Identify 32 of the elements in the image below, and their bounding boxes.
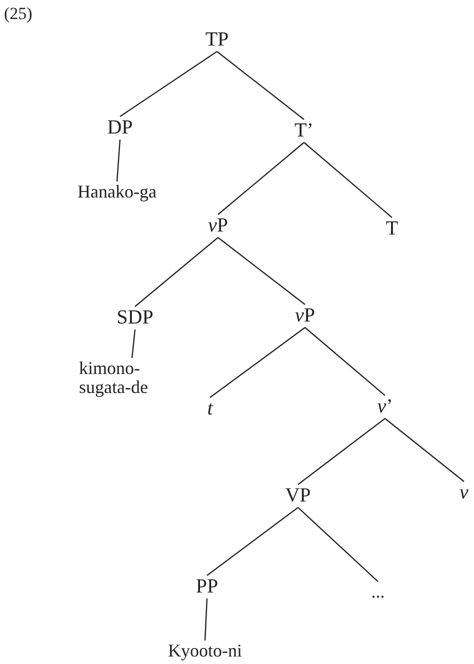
tree-branch xyxy=(120,51,218,117)
tree-branch xyxy=(204,598,208,641)
tree-node-label: Kyooto-ni xyxy=(166,640,244,662)
tree-branch xyxy=(384,418,464,482)
example-number: (25) xyxy=(4,4,32,24)
tree-node-label: TP xyxy=(203,28,231,52)
tree-branch xyxy=(218,142,304,215)
tree-branch xyxy=(304,327,386,396)
tree-node-label: SDP xyxy=(114,306,156,330)
tree-node-label: kimono- sugata-de xyxy=(77,358,187,398)
tree-node-label: vP xyxy=(293,304,317,328)
tree-node-label: Hanako-ga xyxy=(76,182,158,202)
tree-node-label: VP xyxy=(283,484,313,508)
tree-branch xyxy=(218,237,306,305)
tree-branch xyxy=(131,329,136,358)
tree-node-label: T xyxy=(384,218,400,240)
tree-node-label: T’ xyxy=(292,120,316,142)
tree-branch xyxy=(216,51,304,120)
tree-node-label: t xyxy=(205,398,215,420)
tree-branch xyxy=(304,142,392,218)
tree-branch xyxy=(116,139,121,182)
tree-branch xyxy=(210,327,306,398)
tree-branch xyxy=(206,507,298,576)
tree-branch xyxy=(134,237,218,307)
tree-branch xyxy=(298,418,386,485)
tree-node-label: PP xyxy=(194,576,220,598)
tree-node-label: v xyxy=(458,482,470,504)
tree-node-label: vP xyxy=(206,214,230,238)
tree-node-label: ... xyxy=(369,582,387,602)
tree-node-label: DP xyxy=(105,116,135,140)
tree-branch xyxy=(298,507,378,582)
tree-node-label: v’ xyxy=(375,396,395,418)
